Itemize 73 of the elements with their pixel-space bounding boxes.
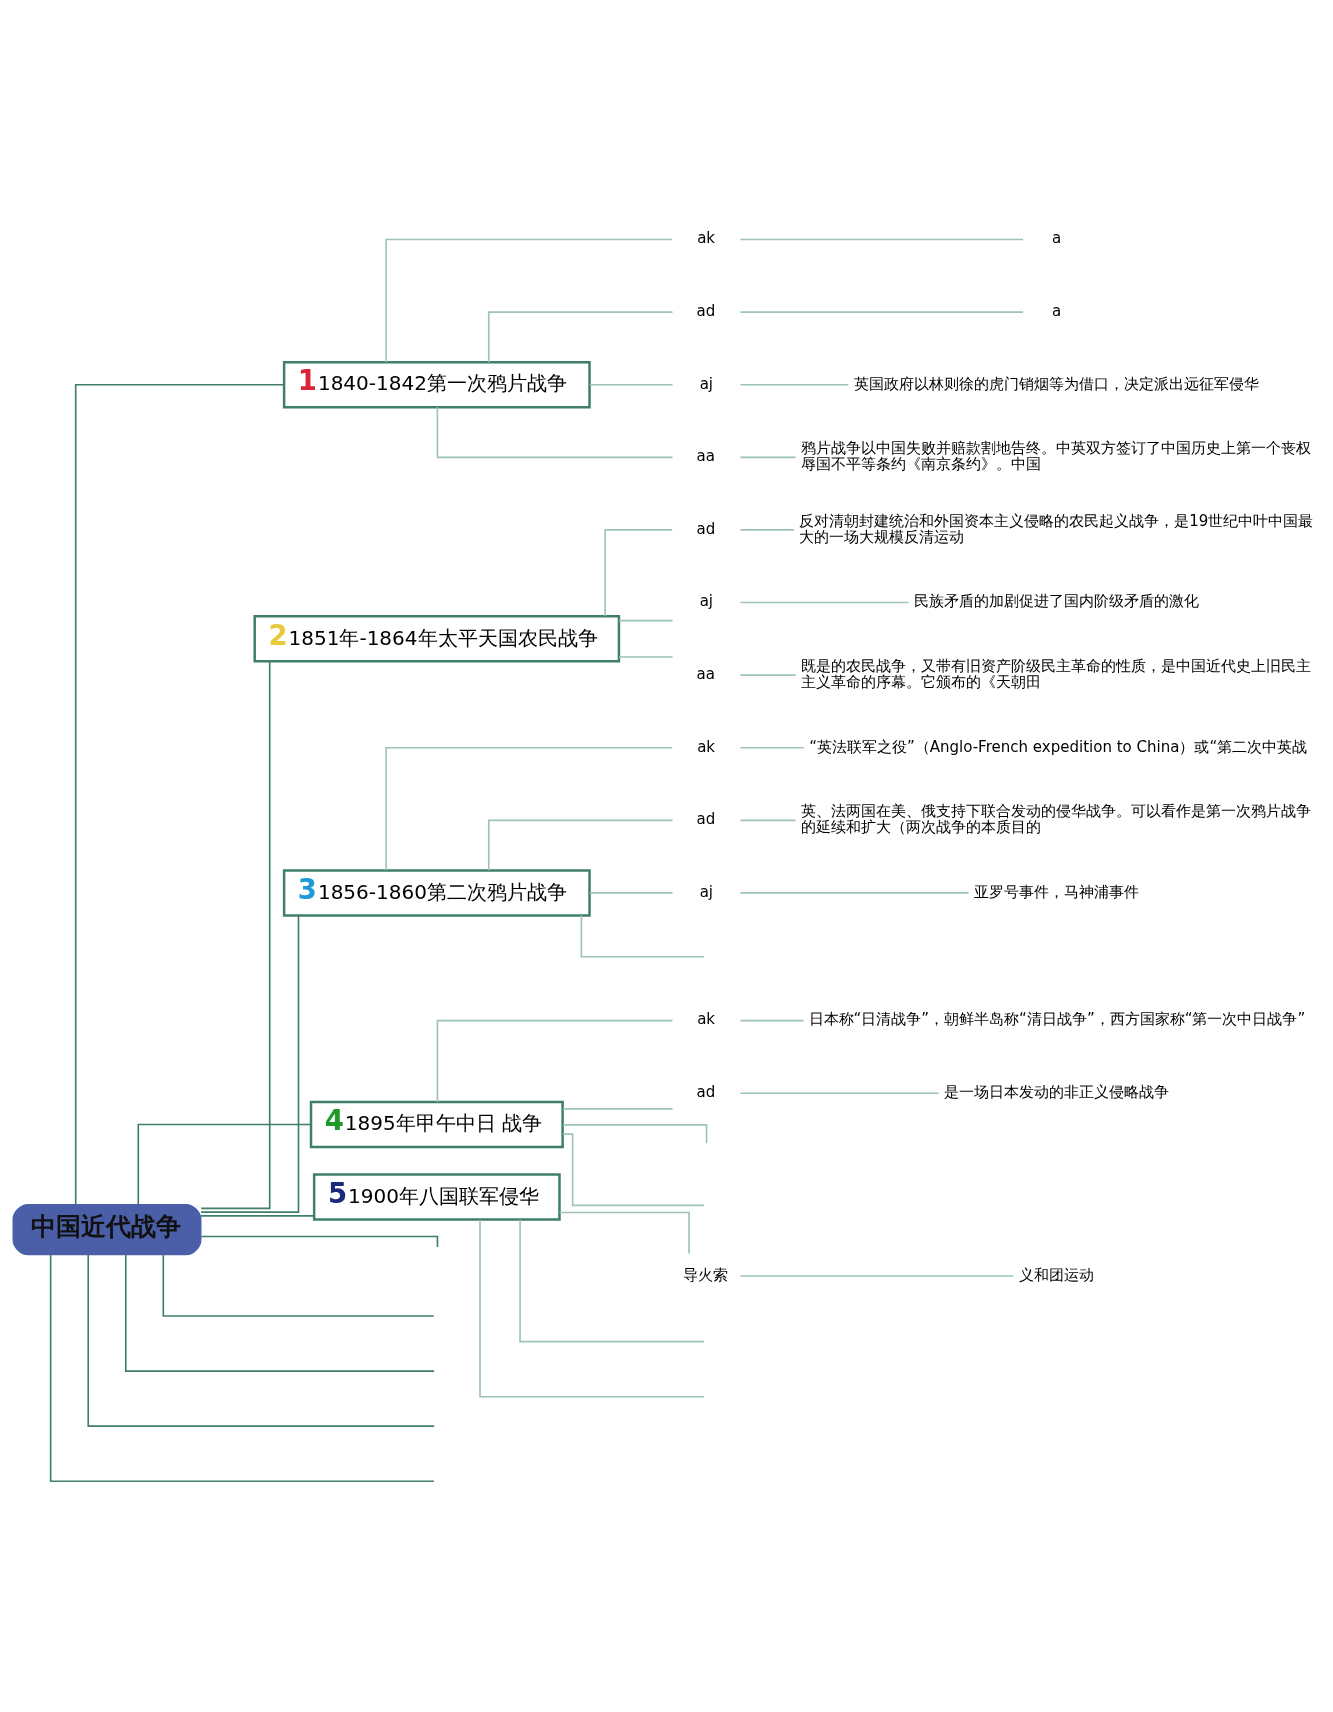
connector: [589, 383, 674, 386]
connector: [562, 1124, 708, 1145]
connector: [739, 746, 805, 749]
connector: [74, 383, 285, 1206]
node-text: 英、法两国在美、俄支持下联合发动的侵华战争。可以看作是第一次鸦片战争的延续和扩大（两次战争的本质目的: [801, 802, 1312, 837]
connector: [739, 601, 910, 604]
node-text: “英法联军之役”（Anglo-French expedition to China）或“第二次中英战: [809, 737, 1308, 756]
connector: [124, 1254, 435, 1372]
connector: [200, 1215, 315, 1217]
node-box: 51900年八国联军侵华: [312, 1173, 561, 1221]
node-text: ak: [697, 1010, 716, 1029]
connector: [739, 674, 797, 676]
node-text: a: [1052, 229, 1062, 248]
connector: [562, 1108, 674, 1110]
connector: [589, 892, 674, 894]
node-text: ak: [697, 737, 716, 756]
connector: [739, 1092, 940, 1094]
node-text: ad: [696, 810, 716, 829]
connector: [487, 311, 674, 363]
node-text: aj: [699, 374, 714, 393]
connector: [558, 1211, 690, 1255]
connector: [487, 819, 674, 872]
connector: [562, 1133, 705, 1207]
node-text: a: [1052, 302, 1062, 321]
connector: [436, 406, 674, 459]
connector: [739, 1019, 805, 1022]
node-text: aj: [699, 882, 714, 901]
node-text: aa: [696, 447, 715, 466]
node-text: 鸦片战争以中国失败并赔款割地告终。中英双方签订了中国历史上第一个丧权辱国不平等条约《南京条约》。中国: [801, 439, 1312, 474]
node-text: ad: [696, 1083, 716, 1102]
connector: [739, 311, 1024, 313]
connector: [618, 656, 674, 658]
connector: [200, 1235, 439, 1248]
node-text: 日本称“日清战争”，朝鲜半岛称“清日战争”，西方国家称“第一次中日战争”: [808, 1010, 1306, 1029]
node-box: 41895年甲午中日 战争: [309, 1100, 564, 1149]
connector: [385, 746, 674, 872]
connector: [739, 383, 850, 386]
connector: [519, 1218, 705, 1343]
node-text: ad: [696, 519, 716, 538]
connector: [604, 529, 674, 618]
connector: [739, 456, 797, 459]
connector: [479, 1219, 705, 1398]
node-text: 既是的农民战争，又带有旧资产阶级民主革命的性质，是中国近代史上旧民主主义革命的序幕。它颁布的《天朝田: [801, 656, 1312, 692]
node-box: 中国近代战争: [12, 1203, 202, 1256]
node-text: 英国政府以林则徐的虎门销烟等为借口，决定派出远征军侵华: [853, 374, 1259, 393]
node-text: ak: [697, 229, 716, 248]
connector: [739, 1275, 1015, 1277]
connector: [618, 619, 674, 622]
node-box: 1 1840-1842第一次鸦片战争: [282, 360, 591, 409]
node-text: 亚罗号事件，马神浦事件: [973, 882, 1139, 901]
node-text: 反对清朝封建统治和外国资本主义侵略的农民起义战争，是19世纪中叶中国最大的一场大规模反清运动: [799, 511, 1314, 546]
connector: [739, 529, 795, 531]
connector: [739, 892, 970, 894]
connector: [436, 1019, 674, 1103]
connector: [739, 238, 1024, 241]
node-text: aa: [696, 665, 715, 684]
connector: [385, 238, 674, 363]
connector: [739, 819, 797, 822]
node-box: 21851年-1864年太平天国农民战争: [253, 615, 621, 663]
connector: [580, 914, 705, 958]
node-text: aj: [699, 592, 714, 611]
connector: [162, 1254, 435, 1317]
node-text: ad: [696, 302, 716, 321]
node-text: 是一场日本发动的非正义侵略战争: [943, 1083, 1169, 1102]
connector: [137, 1123, 312, 1205]
node-text: 义和团运动: [1018, 1265, 1094, 1284]
node-text: 导火索: [683, 1265, 729, 1284]
node-box: 3 1856-1860第二次鸦片战争: [282, 869, 591, 917]
connector: [49, 1253, 435, 1483]
connector: [200, 660, 271, 1210]
node-text: 民族矛盾的加剧促进了国内阶级矛盾的激化: [913, 592, 1199, 611]
connector: [200, 915, 300, 1213]
connector: [87, 1254, 436, 1427]
